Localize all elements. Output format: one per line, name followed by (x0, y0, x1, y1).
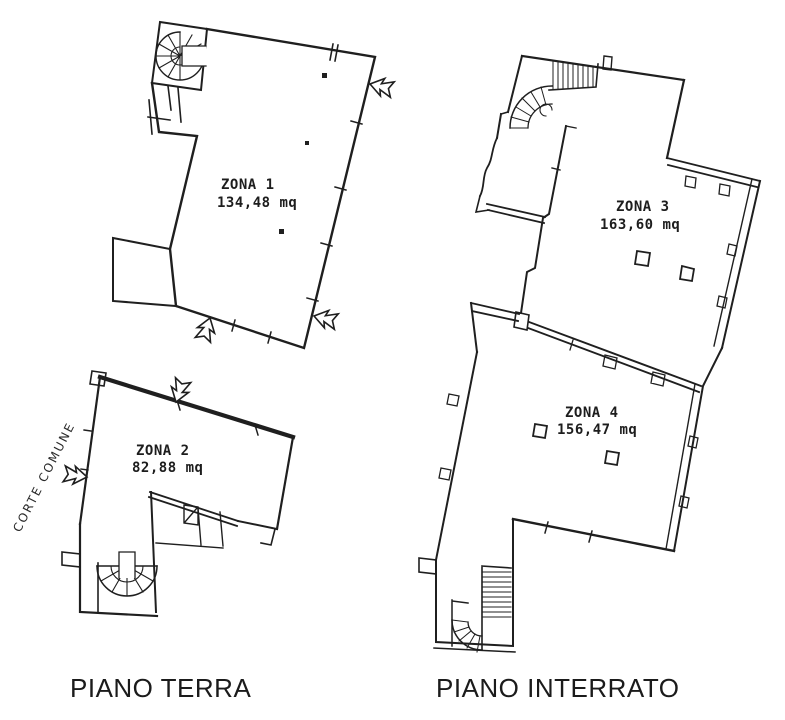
zona4-name-label: ZONA 4 (565, 405, 619, 421)
zona3-name-label: ZONA 3 (616, 199, 670, 215)
zona4-area-label: 156,47 mq (557, 422, 637, 438)
structural-column (531, 249, 696, 467)
zona2-name-label: ZONA 2 (136, 443, 190, 459)
zona1-name-label: ZONA 1 (221, 177, 275, 193)
spiral-staircase-icon (509, 60, 599, 129)
zona1-area-label: 134,48 mq (217, 195, 297, 211)
zona2-plan (61, 370, 296, 618)
zona1-plan (112, 20, 396, 350)
floor-title-piano-terra: PIANO TERRA (70, 673, 251, 703)
spiral-staircase-icon (451, 565, 512, 653)
piano-interrato-plan (418, 54, 762, 653)
zona3-area-label: 163,60 mq (600, 217, 680, 233)
door-swing-arrow-icon (62, 464, 90, 487)
zona2-area-label: 82,88 mq (132, 460, 203, 476)
ceiling-dots (279, 73, 327, 234)
door-swing-arrow-icon (367, 74, 396, 100)
floor-title-piano-interrato: PIANO INTERRATO (436, 673, 679, 703)
spiral-staircase-icon (96, 551, 158, 597)
door-swing-arrow-icon (311, 306, 340, 332)
spiral-staircase-icon (155, 31, 207, 81)
